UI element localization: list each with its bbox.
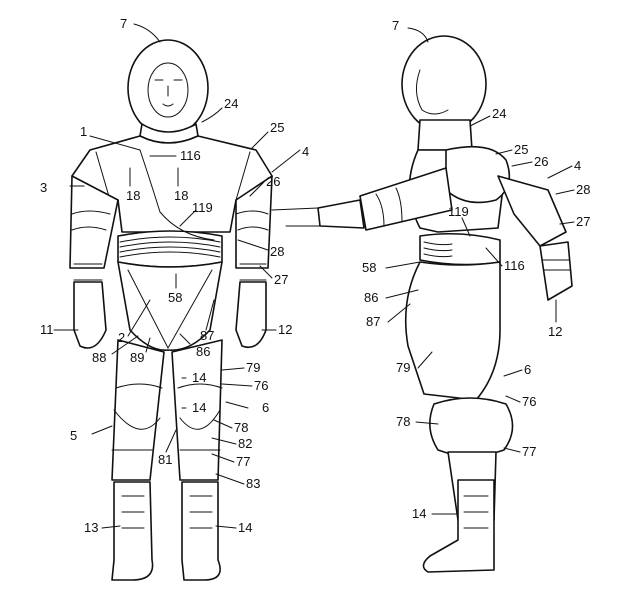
front-ref-77: 77 <box>236 454 250 469</box>
front-ref-78: 78 <box>234 420 248 435</box>
front-ref-25: 25 <box>270 120 284 135</box>
front-ref-12: 12 <box>278 322 292 337</box>
side-ref-76: 76 <box>522 394 536 409</box>
front-crotch <box>117 261 223 351</box>
side-ref-87: 87 <box>366 314 380 329</box>
side-neck <box>417 119 473 151</box>
side-view-suit <box>271 35 573 573</box>
side-knee <box>429 397 514 457</box>
side-ref-58: 58 <box>362 260 376 275</box>
front-ref-14a: 14 <box>192 370 206 385</box>
side-ref-86: 86 <box>364 290 378 305</box>
front-ref-87: 87 <box>200 328 214 343</box>
front-ref-14b: 14 <box>192 400 206 415</box>
side-ref-4: 4 <box>574 158 581 173</box>
side-ref-25: 25 <box>514 142 528 157</box>
side-shoulder <box>445 145 511 204</box>
front-ref-88: 88 <box>92 350 106 365</box>
front-ref-4: 4 <box>302 144 309 159</box>
front-ref-7: 7 <box>120 16 127 31</box>
front-ref-81: 81 <box>158 452 172 467</box>
front-ref-119: 119 <box>192 200 213 215</box>
front-ref-89: 89 <box>130 350 144 365</box>
front-ref-18a: 18 <box>126 188 140 203</box>
side-ref-77: 77 <box>522 444 536 459</box>
side-ref-6: 6 <box>524 362 531 377</box>
front-left-glove <box>73 281 107 349</box>
side-rear-arm <box>497 175 567 247</box>
side-ref-28: 28 <box>576 182 590 197</box>
front-face <box>147 62 189 118</box>
front-ref-27: 27 <box>274 272 288 287</box>
front-ref-76: 76 <box>254 378 268 393</box>
side-ref-78: 78 <box>396 414 410 429</box>
front-ref-6: 6 <box>262 400 269 415</box>
front-ref-13: 13 <box>84 520 98 535</box>
side-ref-119: 119 <box>448 204 469 219</box>
front-ref-2: 2 <box>118 330 125 345</box>
leader-lines <box>53 23 575 529</box>
front-left-leg <box>111 339 165 481</box>
front-ref-18b: 18 <box>174 188 188 203</box>
side-boot <box>422 479 495 573</box>
side-rear-forearm <box>539 241 573 301</box>
front-right-arm <box>235 175 273 269</box>
front-ref-116: 116 <box>180 148 201 163</box>
side-ref-26: 26 <box>534 154 548 169</box>
side-ref-12: 12 <box>548 324 562 339</box>
side-ref-27: 27 <box>576 214 590 229</box>
side-helmet <box>401 35 487 133</box>
front-ref-11: 11 <box>40 322 54 337</box>
front-ref-83: 83 <box>246 476 260 491</box>
front-belt <box>117 230 223 268</box>
front-ref-5: 5 <box>70 428 77 443</box>
front-ref-14c: 14 <box>238 520 252 535</box>
front-ref-58: 58 <box>168 290 182 305</box>
front-left-boot <box>111 481 154 581</box>
front-right-boot <box>181 481 221 581</box>
front-ref-1: 1 <box>80 124 87 139</box>
front-left-arm <box>69 175 119 269</box>
front-ref-82: 82 <box>238 436 252 451</box>
front-ref-3: 3 <box>40 180 47 195</box>
front-right-leg <box>171 339 223 481</box>
front-ref-79: 79 <box>246 360 260 375</box>
side-ref-79: 79 <box>396 360 410 375</box>
side-ref-7: 7 <box>392 18 399 33</box>
front-ref-86: 86 <box>196 344 210 359</box>
front-ref-24: 24 <box>224 96 238 111</box>
side-thigh <box>404 261 501 401</box>
front-reference-numerals: 7 24 1 116 25 4 3 18 18 26 119 28 27 58 … <box>40 16 309 535</box>
side-reference-numerals: 7 24 25 26 4 28 27 119 58 116 86 87 12 7… <box>362 18 590 521</box>
front-ref-26: 26 <box>266 174 280 189</box>
front-ref-28: 28 <box>270 244 284 259</box>
side-extended-glove <box>317 199 365 229</box>
side-ref-24: 24 <box>492 106 506 121</box>
side-ref-14: 14 <box>412 506 426 521</box>
side-face <box>416 69 449 115</box>
front-view-suit <box>69 39 273 581</box>
front-right-glove <box>235 281 267 349</box>
side-ref-116: 116 <box>504 258 525 273</box>
